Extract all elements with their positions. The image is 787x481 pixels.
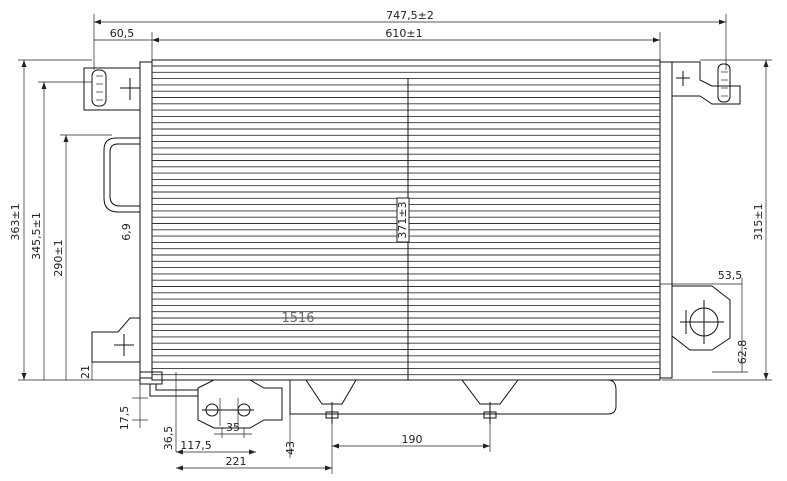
dim-small-left: 6,9 [120, 223, 133, 241]
left-pipe-loop [103, 137, 140, 213]
dim-core-width: 610±1 [385, 27, 422, 40]
dim-overall-width: 747,5±2 [386, 9, 434, 22]
dim-bottom-221: 221 [226, 455, 247, 468]
dim-bottom-17-5: 17,5 [118, 406, 131, 431]
dim-bottom-43: 43 [284, 441, 297, 455]
condenser-core: 371±3 1516 [139, 59, 673, 381]
right-bottom-bracket [671, 285, 731, 351]
right-dimensions: 315±1 53,5 62,8 [660, 59, 772, 381]
left-dimensions: 363±1 345,5±1 290±1 6,9 21 [9, 59, 140, 381]
left-bottom-bracket [91, 317, 141, 363]
top-dimensions: 747,5±2 610±1 60,5 [93, 9, 727, 70]
dim-left-offset: 60,5 [110, 27, 135, 40]
dim-height-right: 315±1 [752, 203, 765, 240]
dim-bracket-right: 53,5 [718, 269, 743, 282]
dim-bottom-190: 190 [402, 433, 423, 446]
bottom-fittings [139, 371, 617, 429]
part-number: 1516 [281, 311, 314, 326]
dim-bottom-36-5: 36,5 [162, 426, 175, 451]
dim-bracket-right-v: 62,8 [736, 340, 749, 365]
dim-bottom-35: 35 [226, 421, 240, 434]
dim-core-height-center: 371±3 [396, 201, 409, 238]
dim-small-left-low: 21 [79, 365, 92, 379]
dim-height-mid: 345,5±1 [30, 212, 43, 260]
dim-height-total: 363±1 [9, 203, 22, 240]
left-top-bracket [83, 67, 141, 111]
dim-height-inner: 290±1 [52, 239, 65, 276]
right-top-bracket [671, 61, 741, 105]
dim-bottom-117-5: 117,5 [180, 439, 212, 452]
bottom-dimensions: 17,5 36,5 117,5 35 221 43 190 [118, 372, 491, 474]
